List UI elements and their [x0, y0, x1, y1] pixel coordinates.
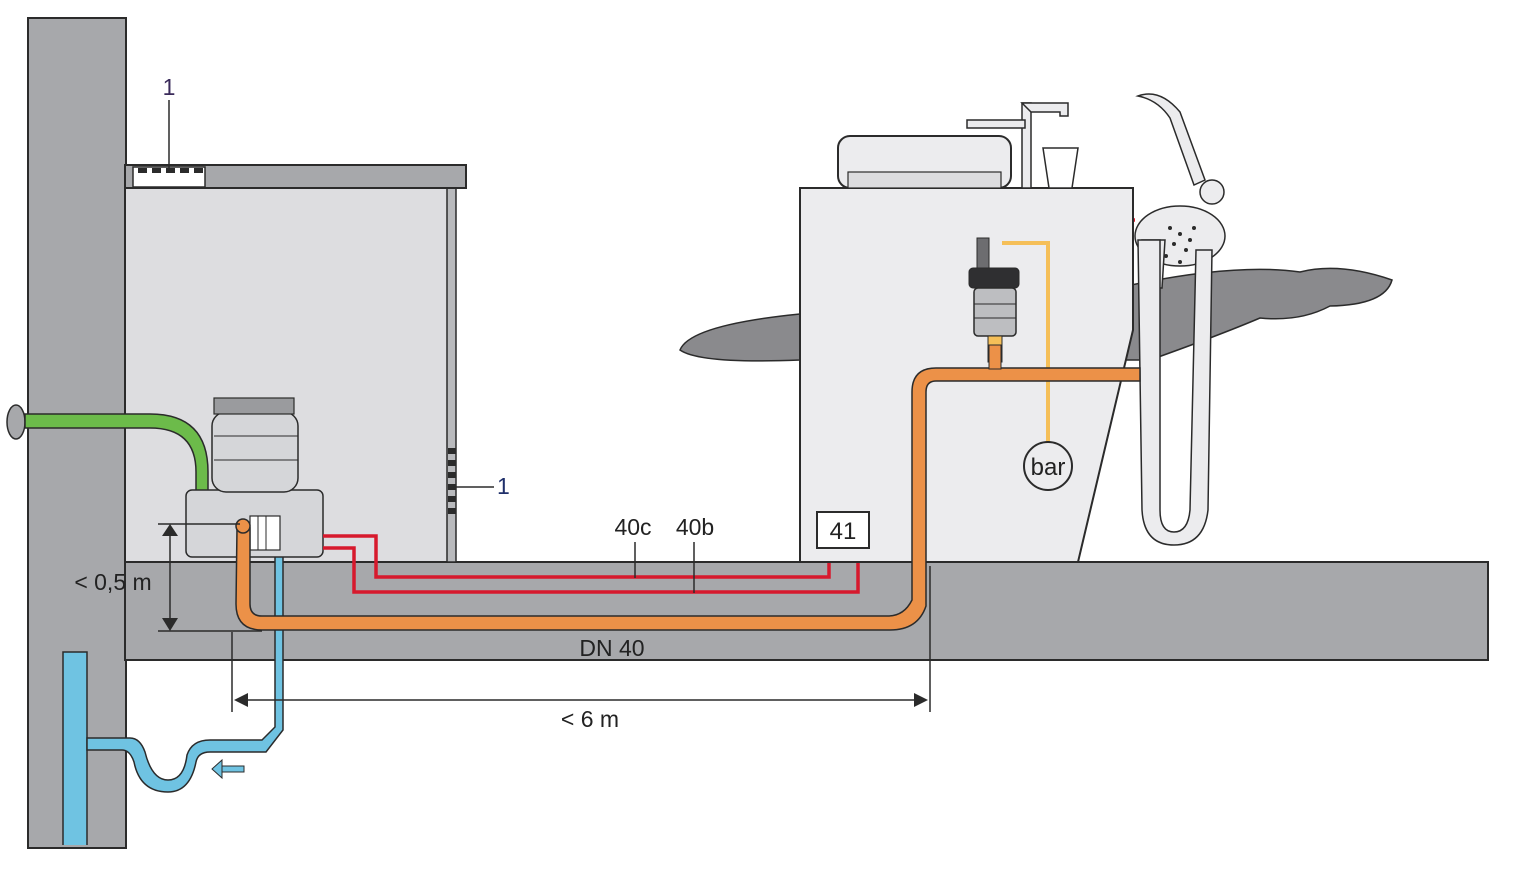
drain-pipe-blue	[62, 547, 284, 845]
handpiece-holes	[1164, 226, 1196, 264]
flow-arrow-icon	[211, 758, 245, 780]
top-vent-slots	[138, 168, 203, 173]
cabinet-side-panel	[446, 187, 457, 563]
bar-label: bar	[1031, 454, 1066, 481]
cup-icon	[1042, 147, 1079, 189]
drain-pipe-orange	[235, 344, 1141, 631]
dimension-lines	[158, 100, 931, 712]
cable-40b	[323, 546, 860, 594]
dimension-arrowheads	[162, 524, 928, 707]
callout-1-side: 1	[497, 473, 510, 499]
callout-1-top: 1	[163, 74, 176, 100]
cable-40b-label: 40b	[676, 514, 714, 540]
cable-40c-label: 40c	[614, 514, 651, 540]
bar-gauge	[1023, 441, 1073, 491]
pipe-dn-label: DN 40	[579, 635, 644, 661]
sewer-stack	[62, 651, 88, 845]
box-41-label: 41	[830, 518, 857, 545]
wall-inlet-fitting	[6, 404, 26, 440]
countertop	[124, 164, 467, 189]
control-box-41	[816, 511, 870, 549]
faucet-icon	[966, 102, 1069, 189]
length-limit-label: < 6 m	[561, 706, 619, 732]
cable-40c	[323, 534, 831, 579]
height-limit-label: < 0,5 m	[74, 569, 151, 595]
orange-main	[235, 367, 1141, 631]
orange-riser	[988, 344, 1002, 370]
side-vent-grille	[448, 448, 456, 514]
dental-unit	[679, 93, 1393, 563]
